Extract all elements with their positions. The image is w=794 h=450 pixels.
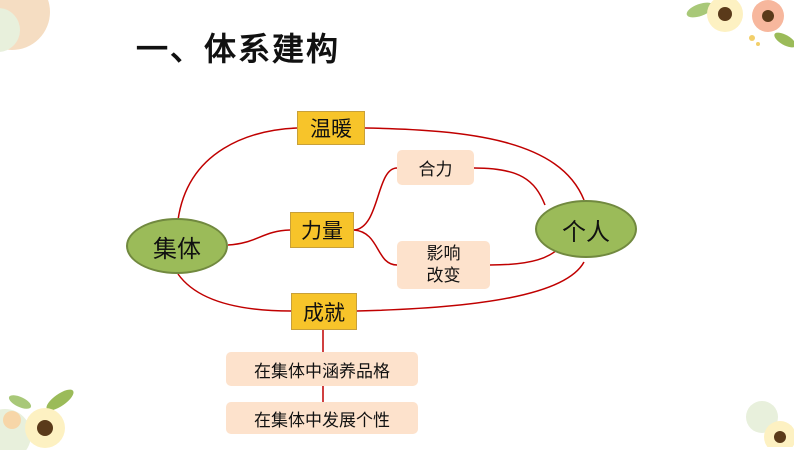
node-yingxiang: 影响 改变 — [397, 241, 490, 289]
node-yingxiang-line2: 改变 — [426, 266, 461, 286]
node-wennuan: 温暖 — [297, 111, 365, 145]
node-hanyang: 在集体中涵养品格 — [226, 352, 418, 386]
node-fazhan: 在集体中发展个性 — [226, 402, 418, 434]
bottom-left-flower-decoration — [0, 389, 74, 450]
bottom-right-flower-decoration — [746, 401, 794, 447]
node-liliang: 力量 — [290, 212, 354, 248]
node-chengjiu: 成就 — [291, 293, 357, 330]
node-geren: 个人 — [535, 200, 637, 258]
node-jiti: 集体 — [126, 218, 228, 274]
node-yingxiang-line1: 影响 — [426, 244, 461, 264]
top-left-circle-decoration — [0, 0, 50, 52]
node-heli: 合力 — [397, 150, 474, 185]
top-right-flower-decoration — [686, 0, 794, 48]
slide-title: 一、体系建构 — [136, 30, 341, 68]
